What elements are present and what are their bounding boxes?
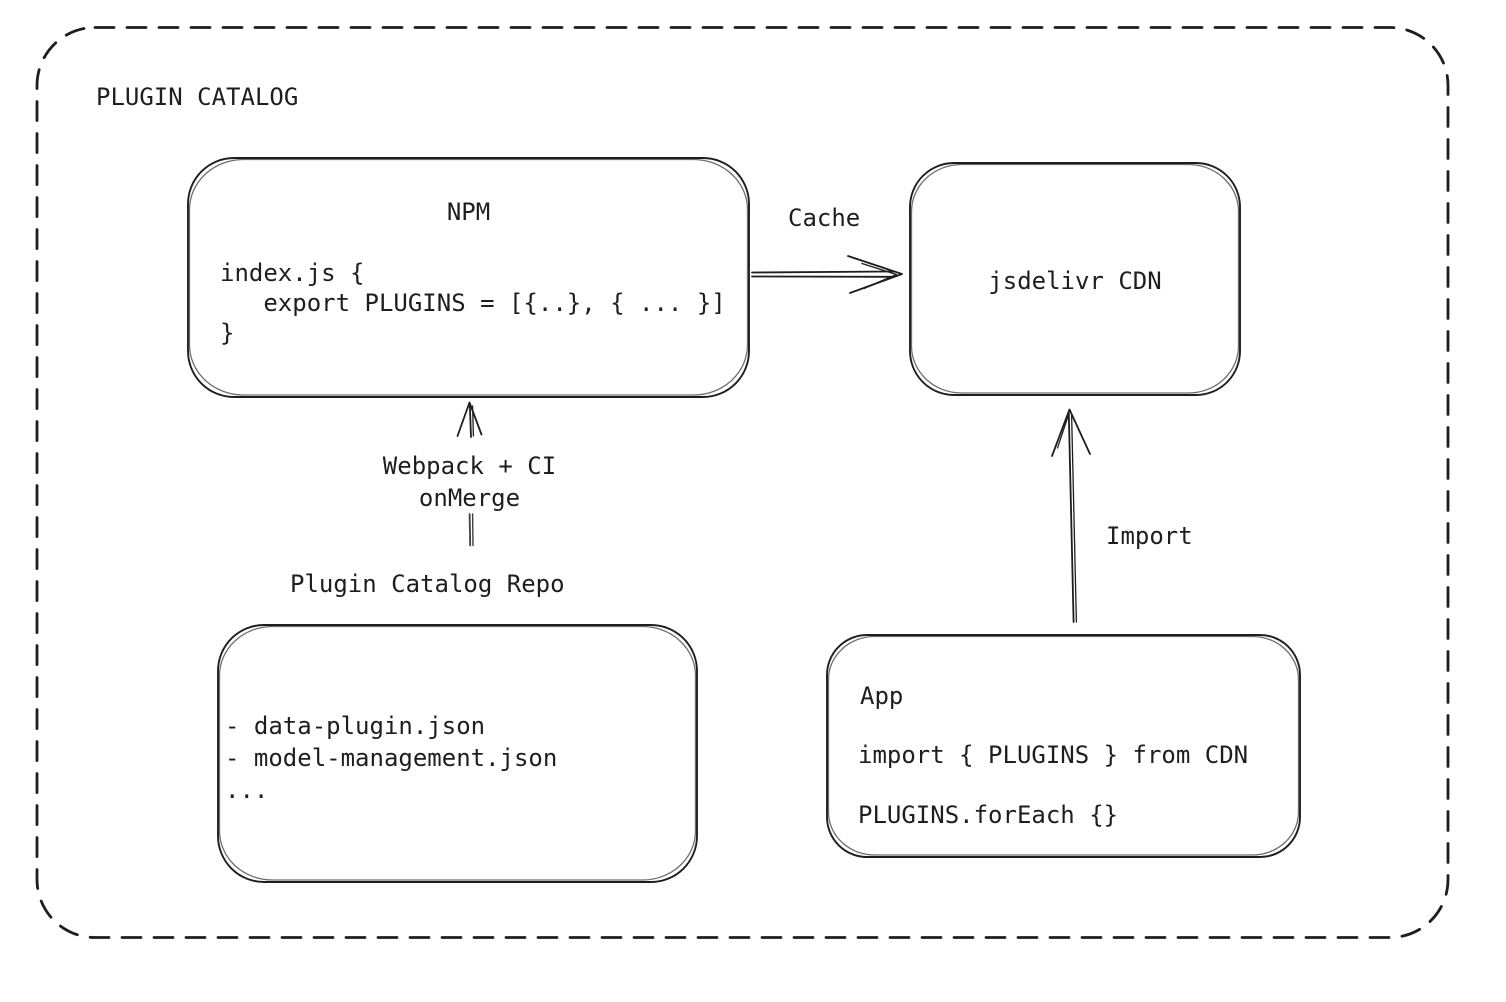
app-box-outline [826, 634, 1301, 858]
cache-arrow-label: Cache [788, 204, 861, 232]
repo-node-files: - data-plugin.json - model-management.js… [225, 712, 558, 804]
cdn-box-outline [909, 162, 1241, 396]
build-arrow [456, 401, 483, 547]
build-arrow-label: Webpack + CI onMerge [382, 452, 557, 512]
cdn-node-label: jsdelivr CDN [988, 267, 1162, 295]
cache-arrow [751, 255, 903, 294]
import-arrow-label: Import [1106, 522, 1193, 550]
frame-border [35, 26, 1450, 939]
import-arrow [1051, 408, 1091, 623]
npm-node-code: index.js { export PLUGINS = [{..}, { ...… [220, 259, 726, 347]
app-node-code-line-1: import { PLUGINS } from CDN [858, 741, 1249, 769]
repo-node-title: Plugin Catalog Repo [290, 570, 565, 598]
app-node-code-line-2: PLUGINS.forEach {} [858, 801, 1119, 829]
frame-title: PLUGIN CATALOG [96, 83, 299, 111]
npm-node-title: NPM [446, 198, 491, 226]
repo-box-outline [217, 624, 698, 883]
app-node-title: App [860, 682, 904, 710]
npm-box-outline [187, 157, 750, 398]
